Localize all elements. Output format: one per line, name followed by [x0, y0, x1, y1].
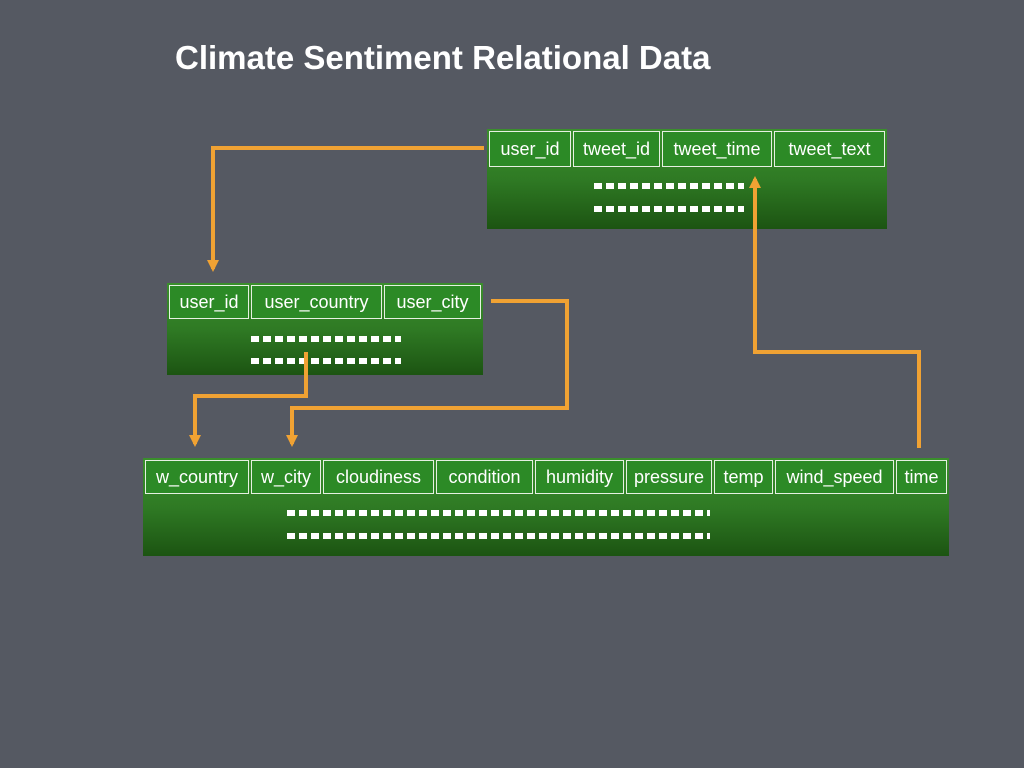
page-title: Climate Sentiment Relational Data — [175, 39, 711, 76]
weather-col-pressure: pressure — [626, 460, 712, 494]
users-rows-placeholder — [251, 336, 401, 342]
tweets-rows-placeholder — [594, 206, 744, 212]
arrow-weather-time-to-tweets-time — [749, 176, 921, 448]
arrow-tweets-user-id-to-users-user-id — [207, 146, 484, 272]
weather-col-temp: temp — [714, 460, 773, 494]
weather-col-humidity: humidity — [535, 460, 624, 494]
weather-table-header: w_country w_city cloudiness condition hu… — [143, 458, 949, 496]
tweets-col-tweet-id: tweet_id — [573, 131, 660, 167]
arrow-users-city-to-weather-city — [286, 299, 569, 447]
weather-col-wind-speed: wind_speed — [775, 460, 894, 494]
weather-col-cloudiness: cloudiness — [323, 460, 434, 494]
weather-table: w_country w_city cloudiness condition hu… — [143, 458, 949, 556]
users-col-user-country: user_country — [251, 285, 382, 319]
weather-rows-placeholder — [287, 510, 710, 516]
users-table-header: user_id user_country user_city — [167, 283, 483, 321]
tweets-rows-placeholder — [594, 183, 744, 189]
tweets-col-user-id: user_id — [489, 131, 571, 167]
weather-col-w-country: w_country — [145, 460, 249, 494]
users-col-user-city: user_city — [384, 285, 481, 319]
users-col-user-id: user_id — [169, 285, 249, 319]
tweets-col-tweet-text: tweet_text — [774, 131, 885, 167]
weather-rows-placeholder — [287, 533, 710, 539]
tweets-col-tweet-time: tweet_time — [662, 131, 772, 167]
users-table: user_id user_country user_city — [167, 283, 483, 375]
users-rows-placeholder — [251, 358, 401, 364]
arrow-users-country-to-weather-country — [189, 352, 308, 447]
weather-col-w-city: w_city — [251, 460, 321, 494]
weather-col-time: time — [896, 460, 947, 494]
weather-col-condition: condition — [436, 460, 533, 494]
tweets-table: user_id tweet_id tweet_time tweet_text — [487, 129, 887, 229]
tweets-table-header: user_id tweet_id tweet_time tweet_text — [487, 129, 887, 169]
